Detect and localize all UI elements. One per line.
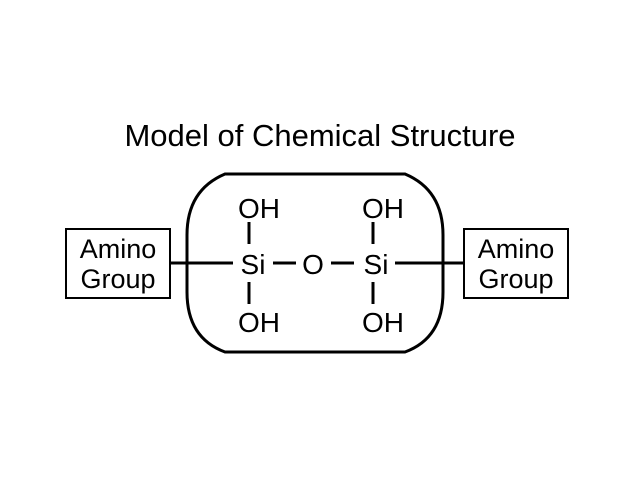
right-si-atom: Si <box>364 249 389 280</box>
right-amino-label-line2: Group <box>478 264 553 294</box>
right-amino-label-line1: Amino <box>478 234 555 264</box>
diagram-title: Model of Chemical Structure <box>124 118 516 153</box>
left-amino-label-line2: Group <box>80 264 155 294</box>
right-si-bottom-oh: OH <box>362 307 404 338</box>
left-si-atom: Si <box>241 249 266 280</box>
siloxane-core-outline <box>185 172 445 354</box>
bridging-oxygen-atom: O <box>302 249 324 280</box>
left-si-top-oh: OH <box>238 193 280 224</box>
right-si-top-oh: OH <box>362 193 404 224</box>
left-si-bottom-oh: OH <box>238 307 280 338</box>
left-amino-label-line1: Amino <box>80 234 157 264</box>
